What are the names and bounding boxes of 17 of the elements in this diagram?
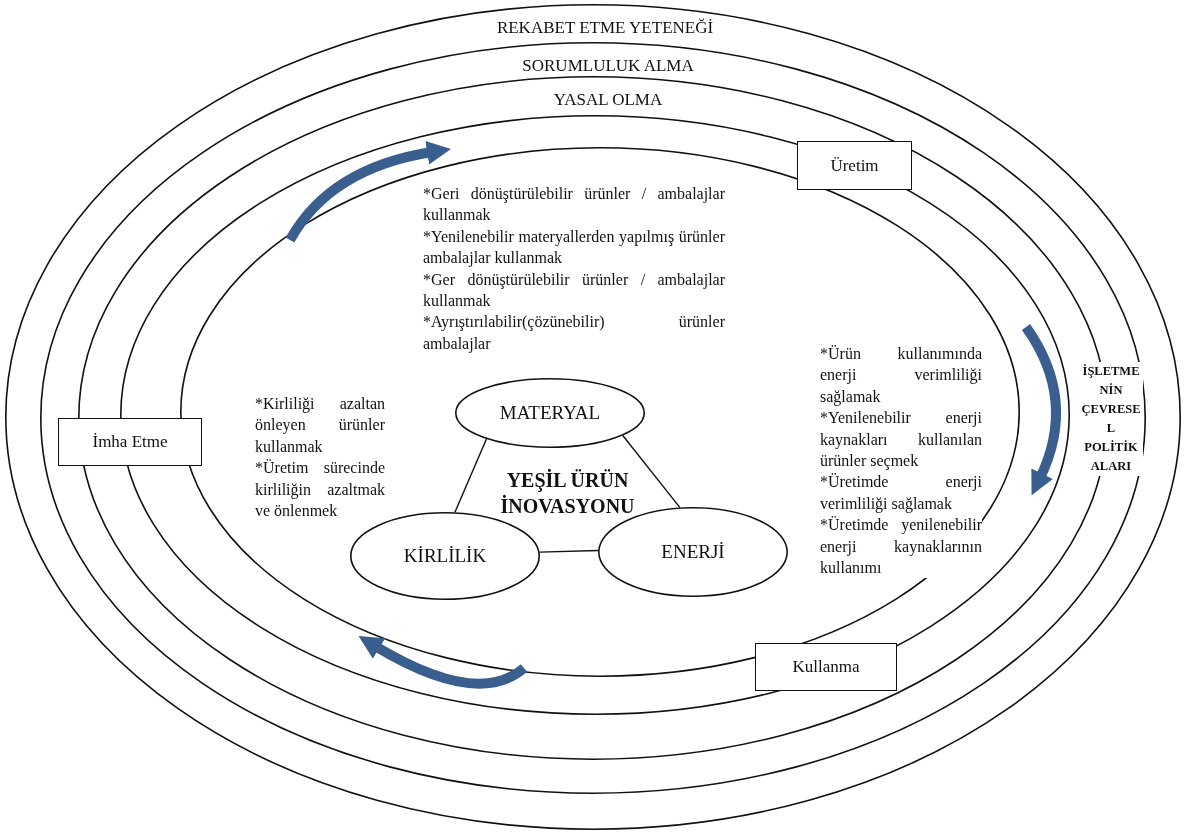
center-title: YEŞİL ÜRÜN İNOVASYONU — [499, 468, 636, 519]
connector-line — [454, 438, 488, 513]
node-label: YASAL OLMA — [553, 90, 663, 110]
side-label: İŞLETME NİN ÇEVRESE L POLİTİK ALARI — [1079, 362, 1143, 476]
node-label: İmha Etme — [92, 432, 168, 452]
node-label: REKABET ETME YETENEĞİ — [496, 18, 714, 38]
connector-line — [538, 549, 599, 553]
connector-line — [622, 434, 681, 509]
node-label: SORUMLULUK ALMA — [522, 56, 694, 76]
node-label: MATERYAL — [499, 402, 601, 424]
bullet-text: *Ürün kullanımında enerji verimliliği sağlamak — [820, 343, 982, 408]
node-label: Üretim — [830, 155, 879, 176]
bullet-text: *Üretimde yenilenebilir enerji kaynaklarının kullanımı — [820, 514, 982, 579]
node-label: KİRLİLİK — [403, 545, 487, 567]
node-label: ENERJİ — [661, 541, 725, 563]
bullet-text: *Üretimde enerji verimliliği sağlamak — [820, 471, 982, 515]
node-label: Kullanma — [792, 657, 860, 677]
